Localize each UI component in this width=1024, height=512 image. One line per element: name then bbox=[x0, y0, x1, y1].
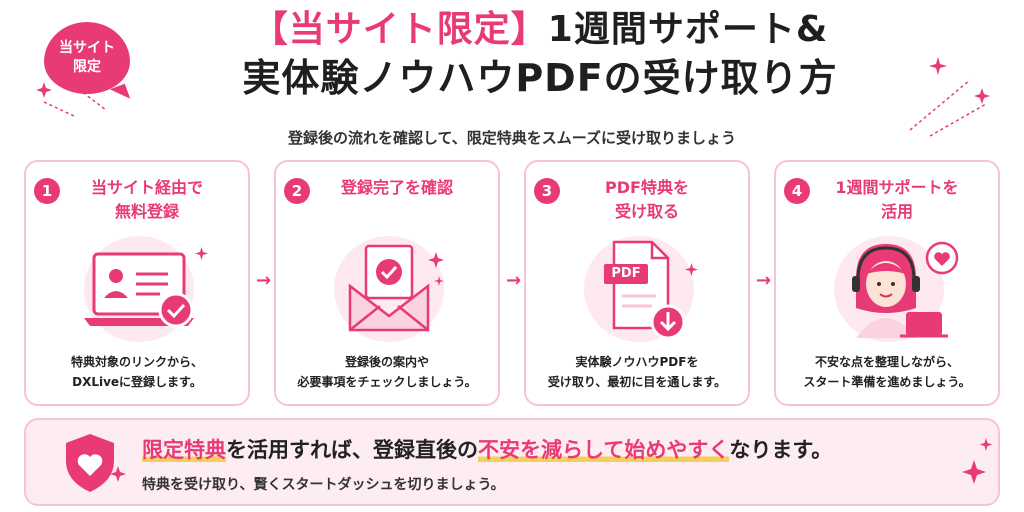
step-title-line1: PDF特典を bbox=[605, 178, 689, 197]
step-desc-line1: 実体験ノウハウPDFを bbox=[575, 355, 699, 369]
title-highlight: 【当サイト限定】 bbox=[251, 9, 548, 50]
laptop-profile-icon bbox=[64, 234, 214, 346]
arrow-right-icon: → bbox=[506, 270, 522, 291]
step-card-2: 2 登録完了を確認 登録後の案内や 必要事項をチェックしましょう。 bbox=[274, 160, 500, 406]
steps-row: 1 当サイト経由で 無料登録 特典対象のリンクから、 bbox=[24, 160, 1000, 406]
step-description: 特典対象のリンクから、 DXLiveに登録します。 bbox=[30, 352, 244, 392]
step-desc-line1: 登録後の案内や bbox=[344, 355, 429, 369]
step-desc-line2: スタート準備を進めましょう。 bbox=[803, 375, 971, 389]
banner-part4: なります。 bbox=[729, 438, 833, 462]
step-title-line2: 無料登録 bbox=[114, 202, 179, 221]
pdf-label: PDF bbox=[611, 266, 641, 281]
banner-subtext: 特典を受け取り、賢くスタートダッシュを切りましょう。 bbox=[142, 477, 505, 493]
arrow-right-icon: → bbox=[256, 270, 272, 291]
step-title: PDF特典を 受け取る bbox=[560, 176, 744, 224]
step-title-line1: 1週間サポートを bbox=[835, 178, 959, 197]
step-number: 1 bbox=[34, 178, 60, 204]
step-header: 2 登録完了を確認 bbox=[284, 176, 494, 204]
step-desc-line1: 不安な点を整理しながら、 bbox=[814, 355, 959, 369]
step-card-1: 1 当サイト経由で 無料登録 特典対象のリンクから、 bbox=[24, 160, 250, 406]
banner-part1: 限定特典 bbox=[142, 438, 226, 462]
step-description: 実体験ノウハウPDFを 受け取り、最初に目を通します。 bbox=[530, 352, 744, 392]
banner-part2: を活用すれば、登録直後の bbox=[226, 438, 478, 462]
pdf-download-icon: PDF bbox=[564, 234, 714, 346]
step-title-line2: 活用 bbox=[880, 202, 913, 221]
step-header: 4 1週間サポートを 活用 bbox=[784, 176, 994, 224]
step-description: 登録後の案内や 必要事項をチェックしましょう。 bbox=[280, 352, 494, 392]
title-line1: 【当サイト限定】1週間サポート& bbox=[160, 6, 920, 54]
step-title-line1: 登録完了を確認 bbox=[340, 178, 453, 197]
support-headset-icon bbox=[814, 234, 964, 346]
page-subtitle: 登録後の流れを確認して、限定特典をスムーズに受け取りましょう bbox=[287, 129, 737, 147]
step-header: 1 当サイト経由で 無料登録 bbox=[34, 176, 244, 224]
shield-heart-icon bbox=[66, 434, 114, 492]
title-line2: 実体験ノウハウPDFの受け取り方 bbox=[242, 56, 838, 100]
benefit-banner: 限定特典を活用すれば、登録直後の不安を減らして始めやすくなります。 特典を受け取… bbox=[24, 418, 1000, 506]
step-number: 2 bbox=[284, 178, 310, 204]
step-title-line1: 当サイト経由で bbox=[90, 178, 203, 197]
limited-badge: 当サイト 限定 bbox=[44, 22, 130, 94]
badge-line2: 限定 bbox=[73, 59, 101, 75]
envelope-check-icon bbox=[314, 234, 464, 346]
badge-line1: 当サイト bbox=[59, 40, 115, 56]
banner-headline: 限定特典を活用すれば、登録直後の不安を減らして始めやすくなります。 bbox=[142, 434, 832, 464]
step-desc-line2: 受け取り、最初に目を通します。 bbox=[547, 375, 727, 389]
step-desc-line2: DXLiveに登録します。 bbox=[72, 375, 202, 389]
step-title-line2: 受け取る bbox=[614, 202, 679, 221]
right-sparkle-rays-icon bbox=[909, 57, 990, 137]
page-title: 【当サイト限定】1週間サポート& 実体験ノウハウPDFの受け取り方 bbox=[160, 6, 920, 102]
step-header: 3 PDF特典を 受け取る bbox=[534, 176, 744, 224]
banner-part3: 不安を減らして始めやすく bbox=[478, 438, 730, 462]
left-sparkle-rays-icon bbox=[36, 71, 120, 117]
step-number: 4 bbox=[784, 178, 810, 204]
step-card-4: 4 1週間サポートを 活用 bbox=[774, 160, 1000, 406]
sparkle-icon bbox=[110, 466, 126, 482]
sparkle-icon bbox=[962, 438, 993, 484]
title-rest: 1週間サポート& bbox=[547, 9, 829, 50]
step-title: 当サイト経由で 無料登録 bbox=[60, 176, 244, 224]
step-desc-line1: 特典対象のリンクから、 bbox=[70, 355, 203, 369]
step-card-3: 3 PDF特典を 受け取る PDF 実体験ノウハウPDFを 受け取り、最初に目 bbox=[524, 160, 750, 406]
step-number: 3 bbox=[534, 178, 560, 204]
step-title: 登録完了を確認 bbox=[310, 176, 494, 200]
arrow-right-icon: → bbox=[756, 270, 772, 291]
step-desc-line2: 必要事項をチェックしましょう。 bbox=[297, 375, 477, 389]
step-description: 不安な点を整理しながら、 スタート準備を進めましょう。 bbox=[780, 352, 994, 392]
step-title: 1週間サポートを 活用 bbox=[810, 176, 994, 224]
